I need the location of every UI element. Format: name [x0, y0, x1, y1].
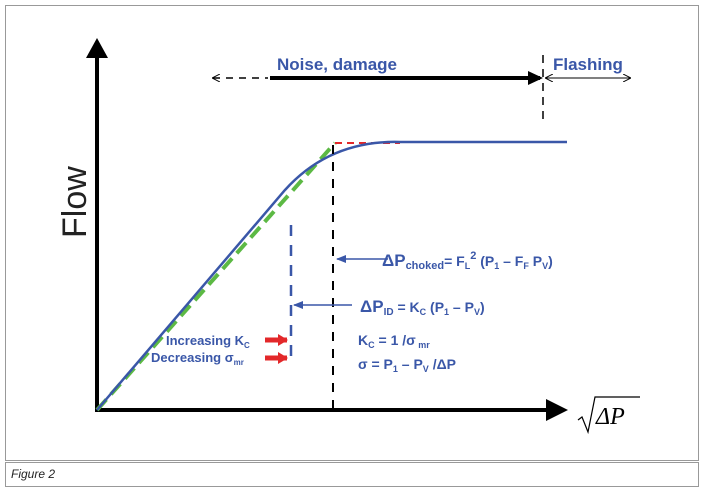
x-axis-label: ΔP: [577, 396, 640, 435]
sigma-equation: σ = P1 – PV /ΔP: [358, 356, 456, 374]
ideal-line: [95, 141, 337, 412]
y-axis-label: Flow: [56, 166, 94, 238]
x-axis-arrowhead: [546, 399, 568, 421]
decreasing-label: Decreasing σmr: [151, 350, 244, 367]
y-axis-arrowhead: [86, 38, 108, 58]
incipient-equation: ΔPID = KC (P1 – PV): [360, 297, 485, 318]
square-root-sign: [577, 396, 640, 435]
choked-equation: ΔPchoked= FL2 (P1 – FF PV): [382, 250, 553, 272]
noise-label: Noise, damage: [277, 55, 397, 74]
x-axis-label-text: ΔP: [595, 404, 625, 430]
increasing-label: Increasing KC: [166, 333, 250, 350]
figure-caption: Figure 2: [5, 462, 699, 487]
noise-arrowhead: [528, 71, 543, 85]
flow-curve: [96, 140, 567, 411]
figure-frame: [5, 5, 699, 461]
kc-equation: KC = 1 /σ mr: [358, 332, 430, 350]
flashing-label: Flashing: [553, 55, 623, 74]
